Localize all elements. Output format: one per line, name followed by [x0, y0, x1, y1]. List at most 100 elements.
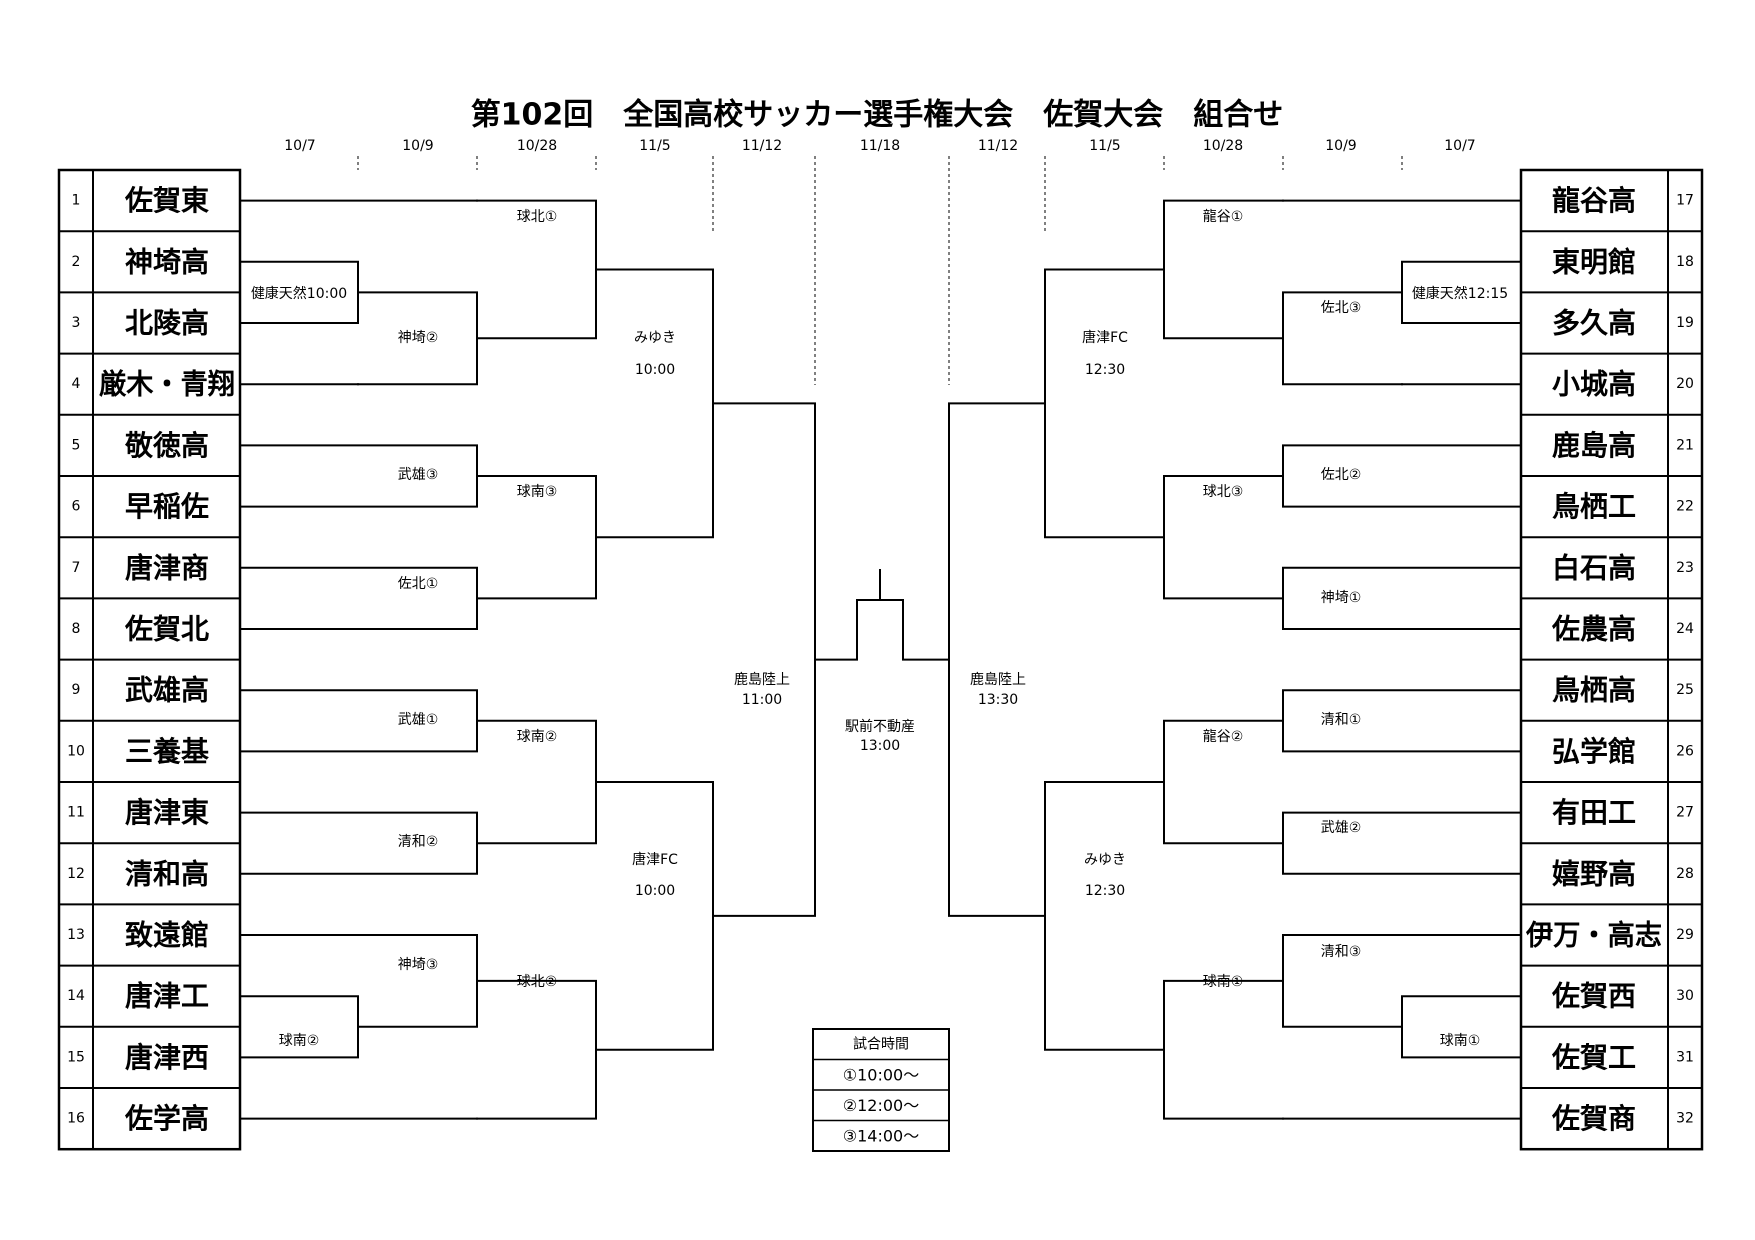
team-number: 13: [67, 927, 85, 943]
bracket-line: [595, 268, 714, 539]
round-date: 10/28: [517, 138, 557, 154]
team-name: 三養基: [125, 735, 209, 768]
legend-title: 試合時間: [853, 1036, 909, 1052]
bracket-line: [1044, 268, 1165, 539]
match-venue: 鹿島陸上: [970, 671, 1026, 688]
team-number: 21: [1676, 437, 1694, 453]
match-venue: 駅前不動産: [845, 718, 915, 735]
match-venue: 武雄①: [398, 712, 439, 728]
team-number: 2: [72, 254, 81, 270]
bracket-line: [595, 781, 714, 1051]
round-date: 10/9: [402, 138, 433, 154]
team-number: 7: [72, 560, 81, 576]
team-name: 龍谷高: [1552, 184, 1636, 217]
team-name: 唐津東: [125, 796, 209, 829]
team-number: 19: [1676, 315, 1694, 331]
team-number: 26: [1676, 743, 1694, 759]
bracket-line: [1282, 566, 1522, 630]
round-date: 11/5: [639, 138, 670, 154]
bracket-line: [1282, 444, 1522, 508]
match-venue: 12:30: [1085, 362, 1125, 378]
round-date: 11/18: [860, 138, 900, 154]
team-number: 22: [1676, 499, 1694, 515]
bracket-line: [239, 444, 478, 508]
match-venue: 11:00: [742, 692, 782, 708]
team-number: 18: [1676, 254, 1694, 270]
match-venue: 清和②: [398, 834, 439, 850]
match-venue: 10:00: [635, 362, 675, 378]
team-name: 唐津工: [125, 980, 209, 1013]
bracket-line: [1282, 811, 1522, 875]
team-name: 伊万・高志: [1525, 919, 1662, 952]
team-name: 白石高: [1552, 551, 1636, 584]
match-venue: みゆき: [1084, 852, 1126, 868]
team-number: 14: [67, 988, 85, 1004]
match-venue: 清和①: [1321, 712, 1362, 728]
bracket-line: [948, 402, 1046, 917]
team-name: 有田工: [1552, 796, 1636, 829]
team-number: 32: [1676, 1111, 1694, 1127]
team-number: 12: [67, 866, 85, 882]
bracket-line: [712, 402, 816, 917]
bracket-line: [239, 689, 478, 753]
round-date: 11/12: [978, 138, 1018, 154]
team-name: 佐賀西: [1551, 980, 1636, 1013]
match-venue: 佐北①: [398, 576, 439, 592]
team-number: 1: [72, 193, 81, 209]
team-number: 11: [67, 805, 85, 821]
match-venue: 武雄②: [1321, 820, 1362, 836]
bracket-line: [239, 811, 478, 875]
legend-row: ②12:00～: [843, 1096, 919, 1115]
team-name: 清和高: [125, 857, 209, 890]
team-name: 佐賀東: [124, 184, 209, 217]
round-date: 10/9: [1325, 138, 1356, 154]
match-venue: 清和③: [1321, 944, 1362, 960]
team-number: 20: [1676, 376, 1694, 392]
team-name: 武雄高: [125, 674, 209, 707]
match-venue: 神埼①: [1321, 590, 1362, 606]
team-number: 27: [1676, 805, 1694, 821]
team-name: 敬徳高: [124, 429, 209, 462]
match-venue: 龍谷①: [1203, 208, 1244, 225]
match-venue: 神埼②: [398, 330, 439, 346]
bracket-line: [357, 934, 478, 1028]
match-venue: 球北②: [517, 974, 558, 990]
legend-row: ③14:00～: [843, 1126, 919, 1145]
match-venue: 健康天然12:15: [1412, 285, 1508, 302]
team-name: 唐津西: [125, 1041, 209, 1074]
team-number: 9: [72, 682, 81, 698]
round-date: 11/12: [742, 138, 782, 154]
final-bracket-line: [814, 599, 950, 661]
round-date: 10/28: [1203, 138, 1243, 154]
team-number: 23: [1676, 560, 1694, 576]
team-number: 25: [1676, 682, 1694, 698]
team-name: 鳥栖高: [1552, 674, 1636, 707]
team-name: 鳥栖工: [1552, 490, 1636, 523]
match-venue: 佐北②: [1321, 467, 1362, 483]
team-number: 10: [67, 743, 85, 759]
team-number: 8: [72, 621, 81, 637]
match-venue: 10:00: [635, 883, 675, 899]
match-venue: 球南①: [1203, 974, 1244, 990]
round-date: 10/7: [1444, 138, 1475, 154]
team-name: 弘学館: [1552, 735, 1636, 768]
team-number: 3: [72, 315, 81, 331]
match-venue: 佐北③: [1321, 300, 1362, 316]
round-date: 10/7: [284, 138, 315, 154]
team-name: 神埼高: [125, 245, 209, 278]
legend-row: ①10:00～: [843, 1065, 919, 1084]
bracket-line: [476, 979, 597, 1120]
bracket-line: [239, 566, 478, 630]
team-number: 15: [67, 1049, 85, 1065]
team-name: 佐農高: [1551, 613, 1636, 646]
team-name: 致遠館: [125, 919, 209, 952]
match-venue: 龍谷②: [1203, 728, 1244, 745]
team-name: 嬉野高: [1552, 857, 1636, 890]
team-name: 早稲佐: [125, 490, 209, 523]
team-number: 30: [1676, 988, 1694, 1004]
team-name: 佐賀北: [124, 613, 209, 646]
round-date: 11/5: [1089, 138, 1120, 154]
match-venue: 球南②: [517, 729, 558, 745]
team-name: 東明館: [1552, 245, 1636, 278]
